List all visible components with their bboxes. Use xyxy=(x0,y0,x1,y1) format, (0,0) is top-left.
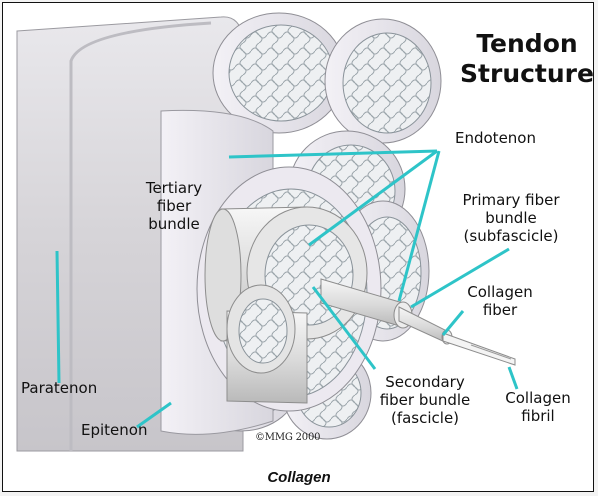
copyright-notice: ©MMG 2000 xyxy=(255,432,320,443)
label-collagen-fibril: Collagen fibril xyxy=(505,389,571,425)
collagen-fibril-strand xyxy=(443,333,515,365)
label-tertiary-fiber-bundle: Tertiary fiber bundle xyxy=(137,179,211,233)
figure-caption: Collagen xyxy=(3,469,595,486)
diagram-title: Tendon Structure xyxy=(457,29,597,89)
tendon-illustration: Tendon Structure Endotenon Tertiary fibe… xyxy=(11,11,587,453)
label-paratenon: Paratenon xyxy=(21,379,97,397)
label-secondary-fiber-bundle: Secondary fiber bundle (fascicle) xyxy=(373,373,477,427)
label-primary-fiber-bundle: Primary fiber bundle (subfascicle) xyxy=(445,191,577,245)
figure-frame: Tendon Structure Endotenon Tertiary fibe… xyxy=(2,2,594,492)
label-epitenon: Epitenon xyxy=(81,421,147,439)
label-collagen-fiber: Collagen fiber xyxy=(465,283,535,319)
label-endotenon: Endotenon xyxy=(455,129,536,147)
